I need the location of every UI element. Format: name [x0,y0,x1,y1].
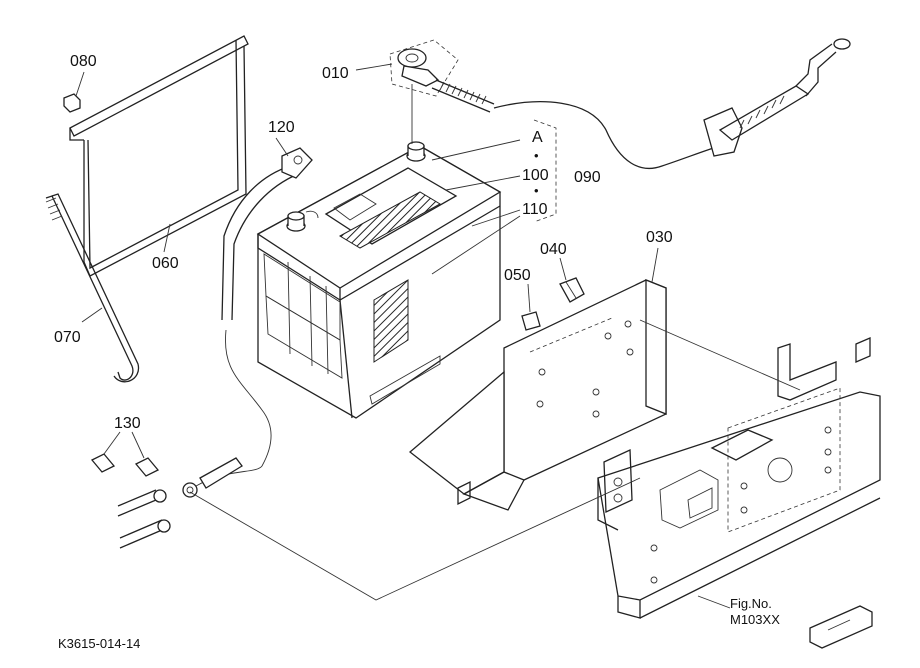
label-030: 030 [646,229,673,246]
label-100: 100 [522,167,549,184]
label-120: 120 [268,119,295,136]
label-070: 070 [54,329,81,346]
positive-cable [389,38,851,170]
battery-holder-frame [69,35,249,277]
fig-label: Fig.No. [730,596,772,611]
document-code: K3615-014-14 [58,636,140,651]
label-110: 110 [522,201,548,218]
separator-dot: • [534,148,539,163]
label-ref-a: A [532,129,543,146]
bolt-040 [559,277,585,303]
battery-bracket [408,279,667,511]
hold-down-rod [45,193,140,383]
label-010: 010 [322,65,349,82]
terminal-bolts [90,453,171,549]
battery [256,141,502,419]
label-050: 050 [504,267,531,284]
fig-number: M103XX [730,612,780,627]
separator-dot: • [534,183,539,198]
label-080: 080 [70,53,97,70]
leader-lines [75,63,801,609]
clip [63,93,81,113]
label-060: 060 [152,255,179,272]
label-090: 090 [574,169,601,186]
negative-cable [182,147,313,498]
frame-rail [597,337,881,649]
nut-050 [521,311,541,331]
label-040: 040 [540,241,567,258]
label-130: 130 [114,415,141,432]
